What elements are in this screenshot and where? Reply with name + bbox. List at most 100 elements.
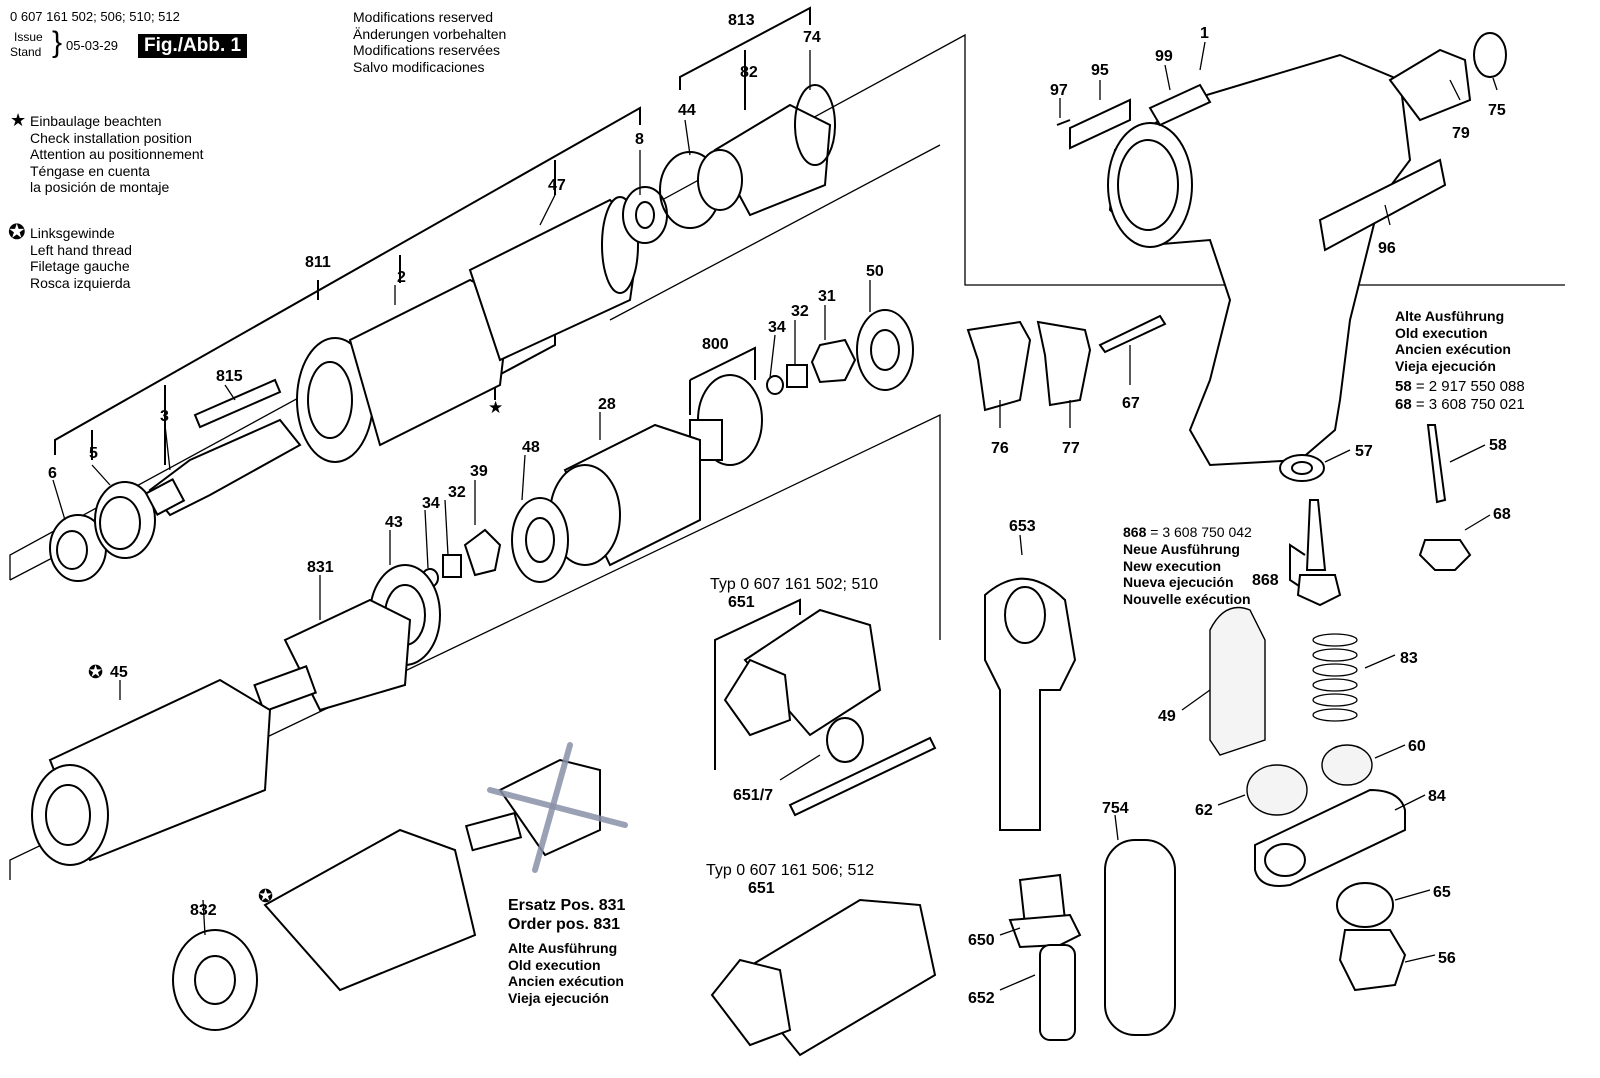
callout-8: 8 <box>635 131 644 148</box>
callout-5: 5 <box>89 445 98 462</box>
callout-652: 652 <box>968 990 995 1007</box>
part-68-num: 68 <box>1395 396 1412 413</box>
callout-813: 813 <box>728 12 755 29</box>
callout-651-7: 651/7 <box>733 787 774 804</box>
old-execution-line: Ancien exécution <box>508 973 624 989</box>
lefthand-legend-line: Filetage gauche <box>30 258 130 274</box>
callout-815: 815 <box>216 368 243 385</box>
star-marker: ★ <box>488 398 504 417</box>
callout-32b: 32 <box>448 484 466 501</box>
issue-label: Issue <box>14 30 43 44</box>
callout-34b: 34 <box>422 495 440 512</box>
lefthand-marker: ✪ <box>88 662 104 682</box>
callout-96: 96 <box>1378 240 1396 257</box>
star-legend-line: Attention au positionnement <box>30 146 204 162</box>
callout-651: 651 <box>728 594 755 611</box>
modifications-notice: Modifications reserved Änderungen vorbeh… <box>353 9 506 75</box>
callout-76: 76 <box>991 440 1009 457</box>
part-68-number: = 3 608 750 021 <box>1415 396 1525 413</box>
callout-811: 811 <box>305 254 331 271</box>
fig-label: Fig./Abb. 1 <box>138 34 248 58</box>
type-label-bottom: Typ 0 607 161 506; 512 <box>706 862 875 879</box>
star-legend-line: Téngase en cuenta <box>30 162 150 179</box>
callout-34: 34 <box>768 319 786 336</box>
issue-date: 05-03-29 <box>66 38 119 53</box>
callout-60: 60 <box>1408 738 1426 755</box>
new-execution-note: Neue Ausführung New execution Nueva ejec… <box>1123 541 1251 607</box>
callout-831: 831 <box>307 559 334 576</box>
callout-48: 48 <box>522 439 540 456</box>
star-legend: Einbaulage beachten Check installation p… <box>30 113 204 196</box>
part-58-num: 58 <box>1395 378 1412 395</box>
callout-28: 28 <box>598 396 616 413</box>
part-68-ref: 68 = 3 608 750 021 <box>1395 396 1525 413</box>
callout-39: 39 <box>470 463 488 480</box>
callout-832: 832 <box>190 902 217 919</box>
callout-651b: 651 <box>748 880 775 897</box>
lefthand-legend: Linksgewinde Left hand thread Filetage g… <box>30 225 132 291</box>
callout-84: 84 <box>1428 788 1446 805</box>
callout-32: 32 <box>791 303 809 320</box>
callout-95: 95 <box>1091 62 1109 79</box>
part-58-ref: 58 = 2 917 550 088 <box>1395 378 1525 395</box>
callout-99: 99 <box>1155 48 1173 65</box>
lefthand-legend-line: Linksgewinde <box>30 225 115 241</box>
modifications-line: Modifications reservées <box>353 42 501 58</box>
callout-3: 3 <box>160 408 169 425</box>
star-symbol: ★ <box>10 110 27 130</box>
callout-58: 58 <box>1489 437 1507 454</box>
callout-653: 653 <box>1009 518 1036 535</box>
star-legend-line: la posición de montaje <box>30 179 170 195</box>
old-execution-line: Ancien exécution <box>1395 341 1511 357</box>
part-868-ref: 868 = 3 608 750 042 <box>1123 524 1252 540</box>
old-execution-line: Alte Ausführung <box>1395 308 1505 324</box>
callout-49: 49 <box>1158 708 1176 725</box>
old-execution-note-top: Alte Ausführung Old execution Ancien exé… <box>1395 308 1511 374</box>
replacement-note: Ersatz Pos. 831 Order pos. 831 <box>508 896 625 934</box>
lefthand-legend-line: Rosca izquierda <box>30 274 131 291</box>
old-execution-line: Alte Ausführung <box>508 940 618 956</box>
lefthand-symbol: ✪ <box>8 221 26 244</box>
callout-97: 97 <box>1050 82 1068 99</box>
old-execution-note-bottom: Alte Ausführung Old execution Ancien exé… <box>508 940 624 1006</box>
part-868-number: = 3 608 750 042 <box>1150 524 1252 540</box>
modifications-line: Modifications reserved <box>353 9 494 25</box>
old-execution-line: Old execution <box>1395 324 1488 341</box>
star-legend-line: Check installation position <box>30 129 192 146</box>
callout-43: 43 <box>385 514 403 531</box>
callout-75: 75 <box>1488 102 1506 119</box>
callout-47: 47 <box>548 177 566 194</box>
callout-6: 6 <box>48 465 57 482</box>
doc-number: 0 607 161 502; 506; 510; 512 <box>10 9 180 24</box>
old-execution-line: Vieja ejecución <box>1395 357 1496 374</box>
callout-56: 56 <box>1438 950 1456 967</box>
callout-83: 83 <box>1400 650 1418 667</box>
new-execution-line: New execution <box>1123 557 1222 574</box>
new-execution-line: Nouvelle exécution <box>1123 590 1251 607</box>
callout-74: 74 <box>803 29 821 46</box>
part-868-num: 868 <box>1123 524 1147 540</box>
replacement-line: Order pos. 831 <box>508 916 621 933</box>
callout-68: 68 <box>1493 506 1511 523</box>
callout-79: 79 <box>1452 125 1470 142</box>
modifications-line: Änderungen vorbehalten <box>353 25 507 42</box>
callout-57: 57 <box>1355 443 1373 460</box>
callout-800: 800 <box>702 336 729 353</box>
replacement-line: Ersatz Pos. 831 <box>508 897 626 914</box>
stand-label: Stand <box>10 45 42 59</box>
modifications-line: Salvo modificaciones <box>353 58 485 75</box>
callout-77: 77 <box>1062 440 1080 457</box>
callout-62: 62 <box>1195 802 1213 819</box>
callout-45: 45 <box>110 664 128 681</box>
part-58-number: = 2 917 550 088 <box>1415 378 1525 395</box>
callout-44: 44 <box>678 102 696 119</box>
brace: } <box>52 26 63 59</box>
type-label-top: Typ 0 607 161 502; 510 <box>710 576 879 593</box>
new-execution-line: Neue Ausführung <box>1123 541 1240 557</box>
callout-868: 868 <box>1252 572 1279 589</box>
old-execution-line: Old execution <box>508 956 601 973</box>
callout-650: 650 <box>968 932 995 949</box>
callout-1: 1 <box>1200 25 1209 42</box>
lefthand-legend-line: Left hand thread <box>30 241 132 258</box>
